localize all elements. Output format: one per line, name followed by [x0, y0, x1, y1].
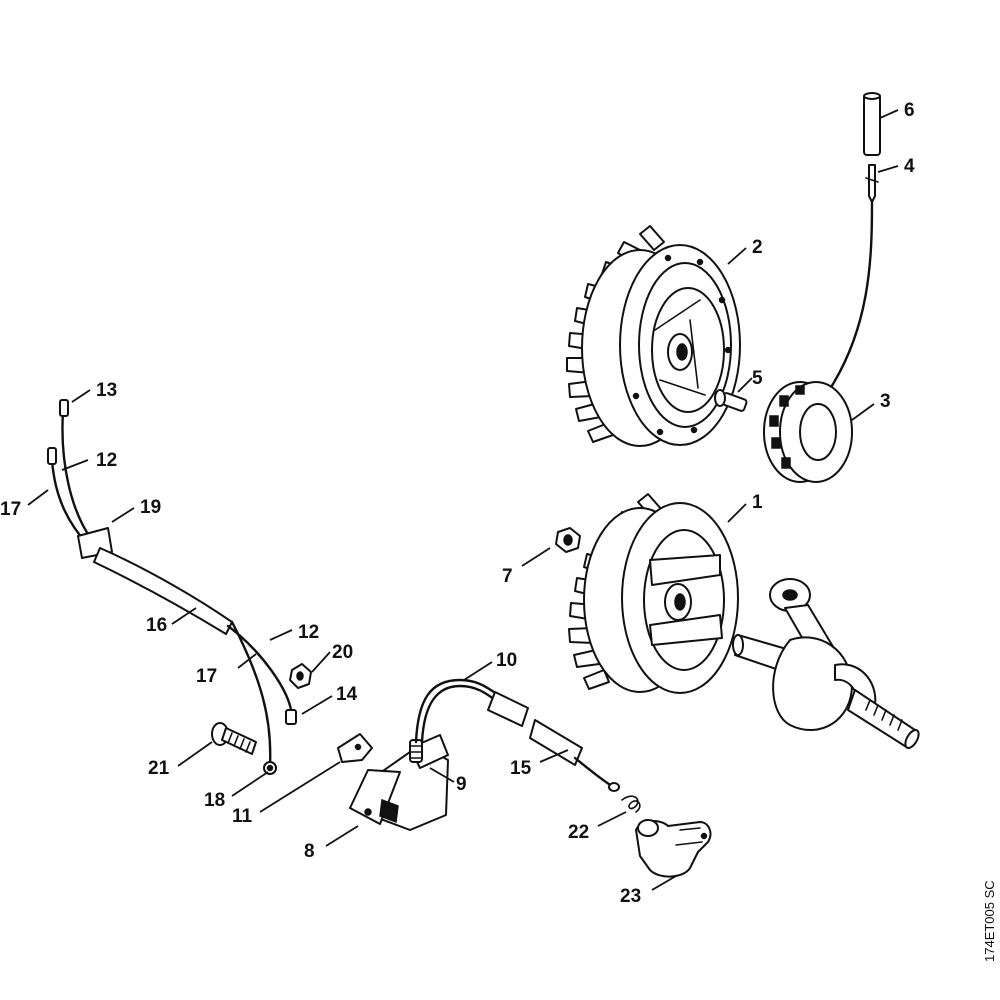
callout-20: 20 — [332, 642, 353, 663]
ht-lead-part-10 — [414, 678, 502, 744]
callout-22: 22 — [568, 822, 589, 843]
callout-18: 18 — [204, 790, 225, 811]
pin-part-6 — [863, 92, 881, 156]
callout-17: 17 — [196, 666, 217, 687]
bolt-part-21 — [211, 722, 257, 755]
callout-14: 14 — [336, 684, 358, 705]
flywheel-part-1 — [568, 493, 739, 694]
callout-10: 10 — [496, 650, 517, 671]
screw-part-5 — [714, 389, 748, 412]
terminal-part-9 — [409, 739, 423, 763]
bracket-part-11 — [337, 733, 373, 763]
callout-17: 17 — [0, 499, 21, 520]
crankshaft — [732, 578, 920, 750]
callout-3: 3 — [880, 391, 891, 412]
callout-9: 9 — [456, 774, 467, 795]
sleeve-part-15 — [487, 691, 620, 792]
callout-23: 23 — [620, 886, 641, 907]
callout-13: 13 — [96, 380, 117, 401]
callout-8: 8 — [304, 841, 315, 862]
nut-part-20 — [289, 663, 312, 689]
callout-6: 6 — [904, 100, 915, 121]
drawing-code: 174ET005 SC — [982, 880, 997, 962]
callout-12: 12 — [96, 450, 117, 471]
callout-2: 2 — [752, 237, 763, 258]
wiring-harness — [47, 399, 297, 775]
flywheel-part-2 — [566, 225, 741, 447]
ring-part-3 — [763, 381, 853, 483]
callout-5: 5 — [752, 368, 763, 389]
spring-part-22 — [621, 795, 641, 813]
nut-part-7 — [555, 527, 581, 553]
callout-16: 16 — [146, 615, 167, 636]
callout-4: 4 — [904, 156, 915, 177]
callout-15: 15 — [510, 758, 532, 779]
callout-7: 7 — [502, 566, 513, 587]
clip-part-4 — [824, 164, 879, 397]
callout-21: 21 — [148, 758, 170, 779]
callout-11: 11 — [232, 806, 253, 827]
callout-1: 1 — [752, 492, 763, 513]
callout-12: 12 — [298, 622, 319, 643]
callout-labels: 6 4 2 5 3 1 7 13 12 17 19 16 12 20 17 10… — [0, 100, 915, 907]
spark-plug-boot-part-23 — [635, 819, 712, 878]
callout-19: 19 — [140, 497, 161, 518]
leader-lines — [27, 109, 899, 891]
